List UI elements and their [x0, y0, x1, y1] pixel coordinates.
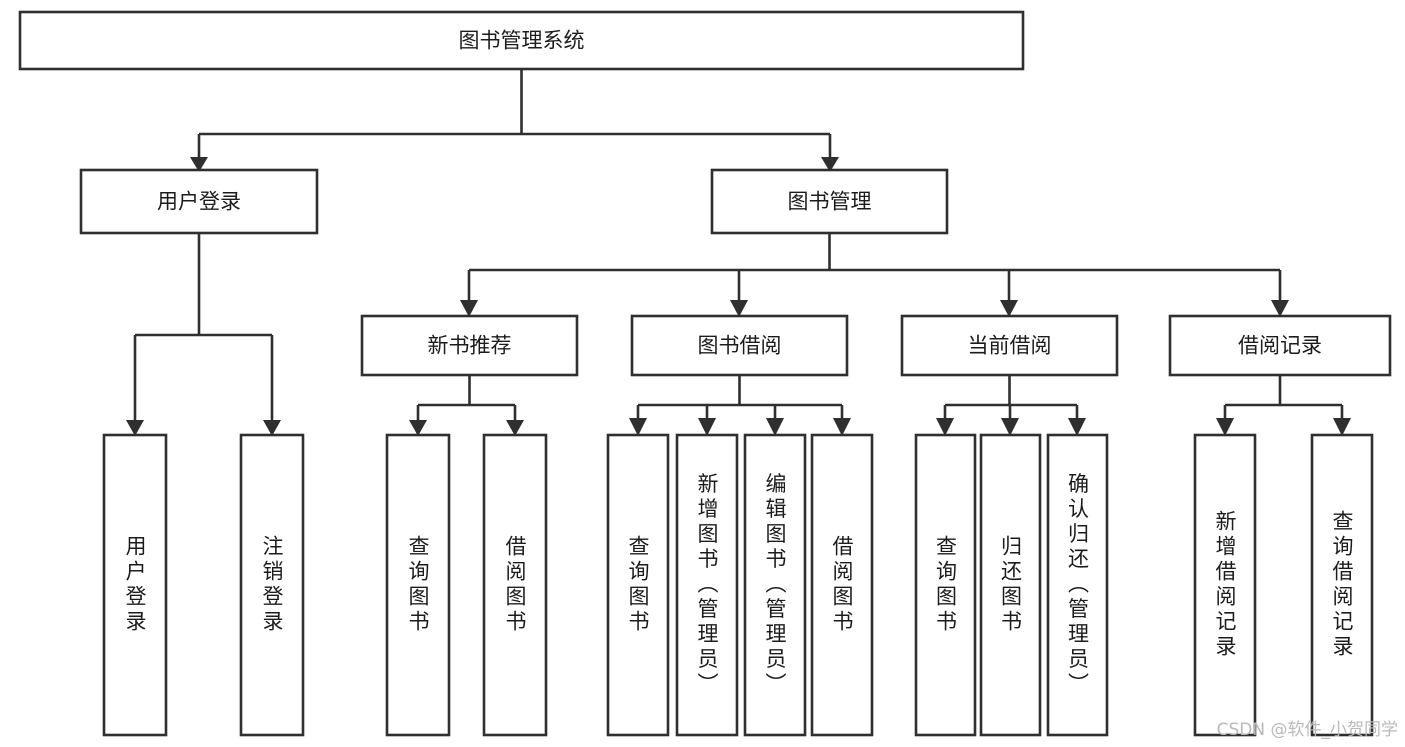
leaf-user-login-label: 用户登录 — [123, 535, 147, 635]
leaf-node-query-book-2[interactable]: 查询图书 — [606, 433, 670, 737]
csdn-watermark: CSDN @软件_小贺同学 — [1217, 720, 1398, 740]
leaf-query-book-3-label: 查询图书 — [934, 535, 958, 635]
leaf-node-return-book[interactable]: 归还图书 — [979, 433, 1042, 737]
arrow-head-icon — [936, 418, 954, 436]
arrow-head-icon — [190, 157, 208, 172]
node-book-borrow-label: 图书借阅 — [698, 334, 782, 358]
node-current-borrow-box — [900, 314, 1119, 377]
arrow-head-icon — [730, 300, 748, 317]
leaf-node-confirm-return[interactable]: 确认归还（管理员） — [1046, 433, 1109, 737]
leaf-return-book-box — [979, 433, 1042, 737]
leaf-node-query-book-1[interactable]: 查询图书 — [385, 433, 451, 737]
arrow-head-icon — [126, 420, 144, 436]
node-book-borrow[interactable]: 图书借阅 — [630, 314, 849, 377]
node-borrow-record-box — [1168, 314, 1392, 377]
leaf-user-login-box — [102, 433, 168, 737]
connector-book-borrow-to-leaves — [629, 375, 851, 436]
arrow-head-icon — [409, 420, 427, 436]
leaf-add-borrow-record-label: 新增借阅记录 — [1213, 510, 1237, 660]
arrow-head-icon — [1333, 418, 1351, 436]
leaf-add-borrow-record-box — [1193, 433, 1257, 737]
node-book-borrow-box — [630, 314, 849, 377]
arrow-head-icon — [1000, 300, 1018, 317]
leaf-node-add-borrow-record[interactable]: 新增借阅记录 — [1193, 433, 1257, 737]
leaf-query-book-2-box — [606, 433, 670, 737]
arrow-head-icon — [833, 418, 851, 436]
arrow-head-icon — [1271, 300, 1289, 317]
leaf-borrow-book-2-box — [810, 433, 874, 737]
arrow-head-icon — [821, 157, 839, 172]
leaf-node-query-book-3[interactable]: 查询图书 — [914, 433, 977, 737]
leaf-query-book-1-label: 查询图书 — [406, 535, 430, 635]
leaf-edit-book-admin-box — [743, 433, 807, 737]
leaf-logout-label: 注销登录 — [260, 535, 284, 635]
leaf-add-book-admin-label: 新增图书（管理员） — [695, 473, 719, 698]
node-new-book-recommend-box — [360, 314, 579, 377]
leaf-node-logout[interactable]: 注销登录 — [239, 433, 305, 737]
node-root-box — [18, 10, 1025, 71]
arrow-head-icon — [1068, 418, 1086, 436]
leaf-node-query-borrow-record[interactable]: 查询借阅记录 — [1310, 433, 1374, 737]
leaf-borrow-book-1-label: 借阅图书 — [503, 535, 527, 635]
connector-root-to-level2 — [190, 69, 839, 172]
connector-current-borrow-to-leaves — [936, 375, 1086, 436]
leaf-logout-box — [239, 433, 305, 737]
arrow-head-icon — [460, 300, 478, 317]
node-book-manage[interactable]: 图书管理 — [710, 168, 949, 235]
node-root[interactable]: 图书管理系统 — [18, 10, 1025, 71]
arrow-head-icon — [698, 418, 716, 436]
leaf-query-borrow-record-label: 查询借阅记录 — [1330, 510, 1354, 660]
connector-borrow-record-to-leaves — [1216, 375, 1351, 436]
leaf-query-book-3-box — [914, 433, 977, 737]
node-book-manage-label: 图书管理 — [788, 190, 872, 214]
leaf-borrow-book-1-box — [482, 433, 548, 737]
leaf-node-user-login[interactable]: 用户登录 — [102, 433, 168, 737]
leaf-node-borrow-book-1[interactable]: 借阅图书 — [482, 433, 548, 737]
leaf-query-book-2-label: 查询图书 — [626, 535, 650, 635]
leaf-query-borrow-record-box — [1310, 433, 1374, 737]
leaf-confirm-return-label: 确认归还（管理员） — [1066, 473, 1090, 698]
arrow-head-icon — [766, 418, 784, 436]
node-root-label: 图书管理系统 — [459, 29, 585, 53]
connector-new-book-recommend-to-leaves — [409, 375, 524, 436]
leaf-return-book-label: 归还图书 — [999, 535, 1023, 635]
node-user-login-label: 用户登录 — [157, 190, 241, 214]
node-current-borrow[interactable]: 当前借阅 — [900, 314, 1119, 377]
arrow-head-icon — [1001, 418, 1019, 436]
arrow-head-icon — [1216, 418, 1234, 436]
leaf-node-borrow-book-2[interactable]: 借阅图书 — [810, 433, 874, 737]
node-borrow-record[interactable]: 借阅记录 — [1168, 314, 1392, 377]
connector-book-manage-to-level3 — [460, 233, 1289, 317]
leaf-edit-book-admin-label: 编辑图书（管理员） — [763, 473, 787, 698]
node-book-manage-box — [710, 168, 949, 235]
node-user-login-box — [79, 168, 319, 235]
leaf-node-add-book-admin[interactable]: 新增图书（管理员） — [675, 433, 739, 737]
connector-user-login-to-leaves — [126, 233, 281, 436]
leaf-node-edit-book-admin[interactable]: 编辑图书（管理员） — [743, 433, 807, 737]
leaf-borrow-book-2-label: 借阅图书 — [830, 535, 854, 635]
leaf-add-book-admin-box — [675, 433, 739, 737]
arrow-head-icon — [263, 420, 281, 436]
node-current-borrow-label: 当前借阅 — [968, 334, 1052, 358]
arrow-head-icon — [629, 418, 647, 436]
node-new-book-recommend-label: 新书推荐 — [428, 334, 512, 358]
node-borrow-record-label: 借阅记录 — [1238, 334, 1322, 358]
node-new-book-recommend[interactable]: 新书推荐 — [360, 314, 579, 377]
leaf-query-book-1-box — [385, 433, 451, 737]
node-user-login[interactable]: 用户登录 — [79, 168, 319, 235]
leaf-confirm-return-box — [1046, 433, 1109, 737]
arrow-head-icon — [506, 420, 524, 436]
